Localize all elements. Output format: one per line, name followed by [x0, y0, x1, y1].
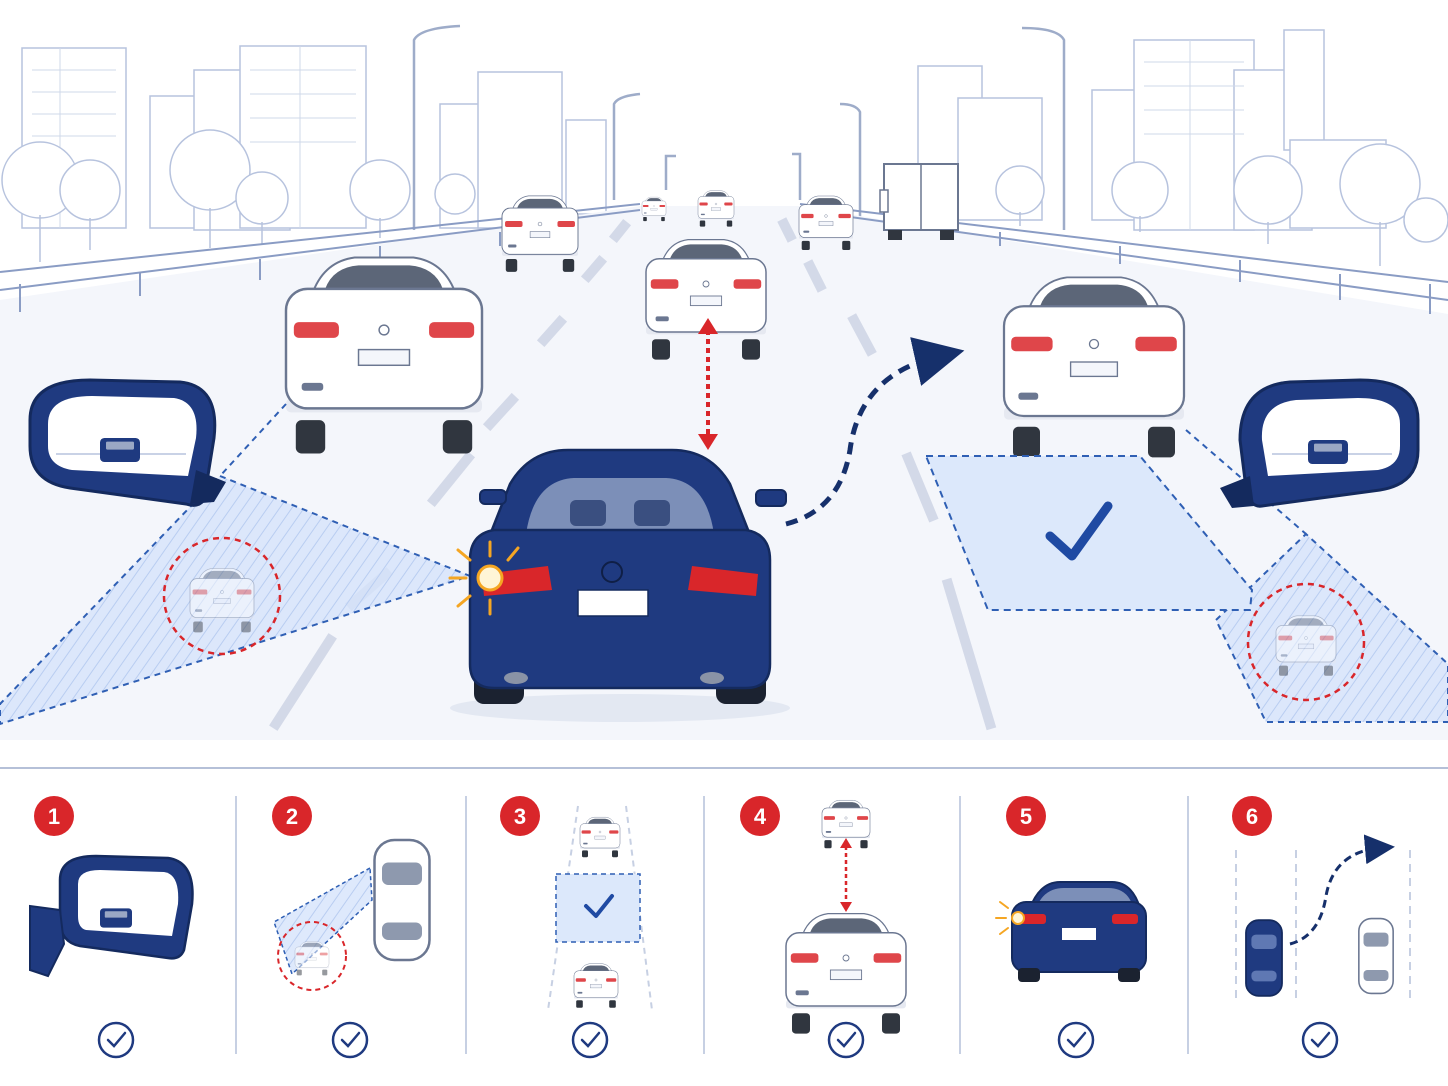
step-number: 6 — [1246, 804, 1258, 829]
step-number: 4 — [754, 804, 767, 829]
roadside-trees — [1, 129, 1448, 266]
step-number: 1 — [48, 804, 60, 829]
step-dividers — [235, 796, 1189, 1054]
step-2-panel: 2 — [272, 796, 431, 1059]
step-number: 5 — [1020, 804, 1032, 829]
turn-signal-step-icon — [995, 881, 1147, 982]
lane-change-icon — [1235, 834, 1411, 1000]
step-badge — [1006, 796, 1046, 836]
check-circle-icon — [571, 1021, 609, 1059]
check-circle-icon — [97, 1021, 135, 1059]
hidden-vehicle-warning-circle — [162, 536, 282, 656]
street-lights — [412, 24, 1066, 230]
check-circle-icon — [331, 1021, 369, 1059]
step-number: 2 — [286, 804, 298, 829]
step-1-panel: 1 — [29, 796, 194, 1059]
blind-spot-icon — [273, 838, 431, 991]
check-circle-icon — [1301, 1021, 1339, 1059]
step-5-panel: 5 — [995, 796, 1147, 1059]
step-badge — [740, 796, 780, 836]
step-4-panel: 4 — [740, 796, 907, 1059]
side-mirror-icon — [29, 854, 194, 978]
step-number: 3 — [514, 804, 526, 829]
check-circle-icon — [827, 1021, 865, 1059]
step-6-panel: 6 — [1232, 796, 1411, 1059]
safe-gap-zone — [924, 455, 1254, 611]
box-truck — [879, 163, 959, 240]
check-circle-icon — [1057, 1021, 1095, 1059]
step-badge — [34, 796, 74, 836]
right-side-mirror — [1220, 378, 1420, 508]
step-badge — [500, 796, 540, 836]
ego-vehicle — [450, 448, 790, 722]
left-side-mirror — [28, 378, 226, 507]
gap-check-icon — [547, 805, 653, 1011]
hidden-vehicle-warning-circle — [1246, 582, 1366, 702]
turn-signal-icon — [448, 540, 520, 616]
double-arrow-icon — [698, 318, 718, 450]
step-badge — [1232, 796, 1272, 836]
left-blind-spot-zone — [0, 403, 473, 726]
checkmark-icon — [1045, 501, 1113, 561]
following-distance-icon — [785, 799, 907, 1035]
curved-arrow-icon — [785, 337, 965, 527]
step-badge — [272, 796, 312, 836]
step-3-panel: 3 — [500, 796, 653, 1059]
